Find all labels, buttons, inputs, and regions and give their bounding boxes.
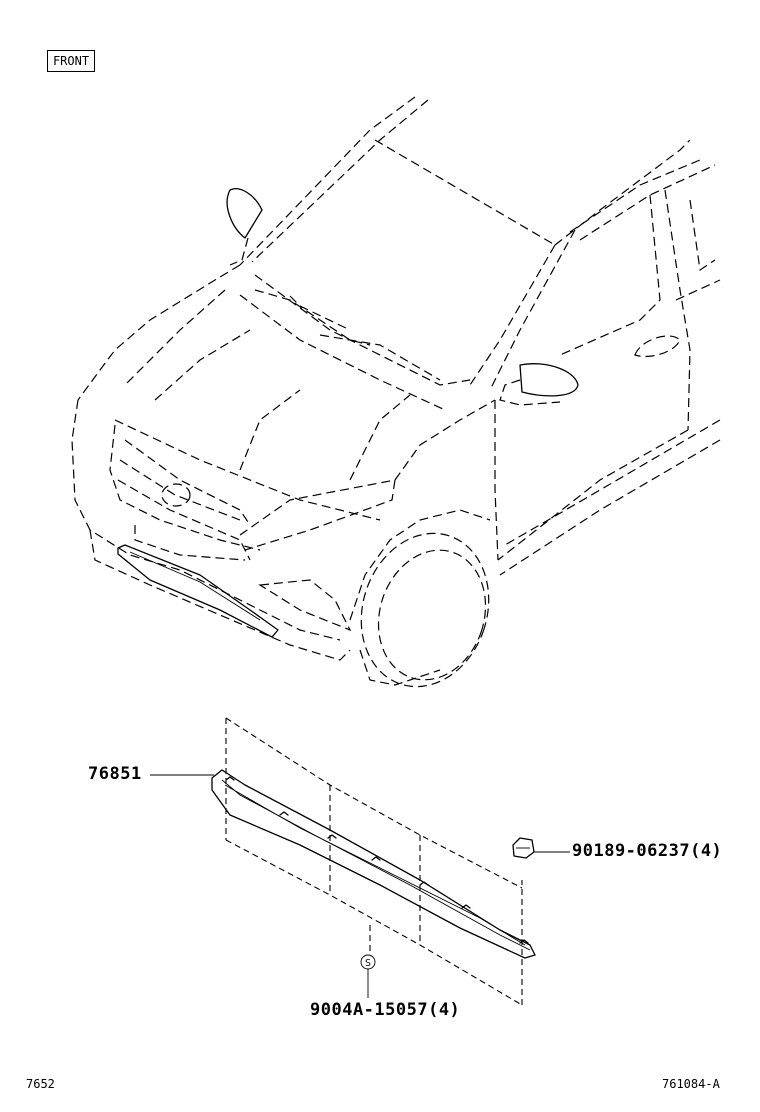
- part-label-90189-06237: 90189-06237(4): [572, 841, 723, 861]
- front-orientation-label: FRONT: [47, 50, 95, 72]
- fastener-symbol: S: [365, 958, 371, 969]
- explode-frame: [225, 717, 523, 1006]
- part-label-9004A-15057: 9004A-15057(4): [310, 1000, 461, 1020]
- clip-90189: [512, 837, 570, 859]
- part-label-76851: 76851: [88, 764, 142, 784]
- screw-9004A: S: [360, 954, 376, 998]
- installed-moulding: [117, 544, 279, 638]
- page-ref: 7652: [26, 1077, 55, 1091]
- moulding-76851: [211, 769, 536, 959]
- illustration-code: 761084-A: [662, 1077, 720, 1091]
- vehicle-outline: [71, 96, 721, 688]
